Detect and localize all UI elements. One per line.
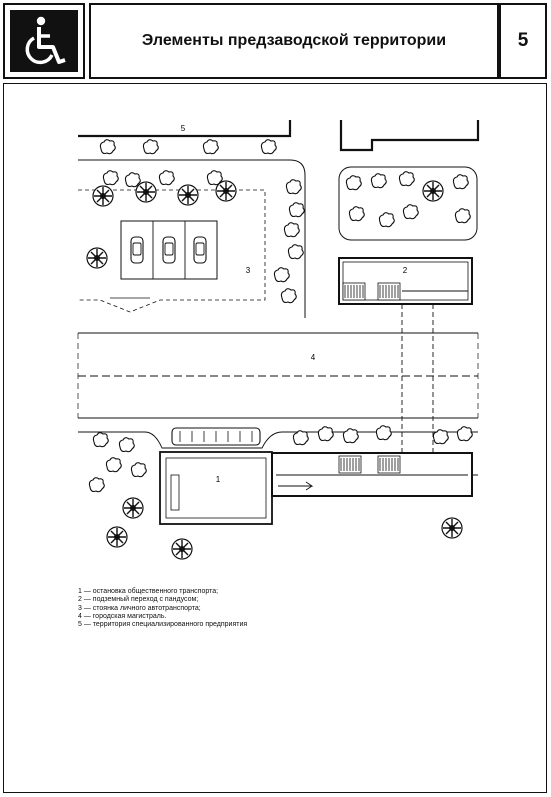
label-road: 4 bbox=[311, 353, 316, 362]
label-enterprise: 5 bbox=[181, 124, 186, 133]
underpass-south bbox=[271, 452, 478, 497]
city-road bbox=[77, 332, 479, 419]
parking-boundary bbox=[78, 189, 266, 313]
bus bbox=[171, 427, 261, 446]
page-title: Элементы предзаводской территории bbox=[141, 32, 447, 49]
label-underpass: 2 bbox=[403, 266, 408, 275]
lower-sidewalk-edge bbox=[78, 431, 478, 449]
underpass-north bbox=[338, 257, 473, 305]
sidewalk-edge bbox=[78, 159, 306, 318]
accessibility-icon-box bbox=[3, 3, 85, 79]
label-parking: 3 bbox=[246, 266, 251, 275]
building-outline bbox=[339, 120, 480, 152]
legend-item: 4 — городская магистраль. bbox=[78, 612, 167, 620]
legend-item: 3 — стоянка личного автотранспорта; bbox=[78, 604, 201, 612]
page-number-box: 5 bbox=[499, 3, 547, 79]
underpass-tunnel bbox=[401, 304, 434, 452]
transit-stop bbox=[159, 451, 273, 525]
legend-item: 1 — остановка общественного транспорта; bbox=[78, 588, 219, 595]
legend-item: 5 — территория специализированного предп… bbox=[78, 621, 248, 629]
title-box: Элементы предзаводской территории bbox=[89, 3, 499, 79]
legend: 1 — остановка общественного транспорта; … bbox=[78, 588, 247, 629]
page-number: 5 bbox=[517, 30, 529, 51]
parking-stalls bbox=[110, 220, 218, 299]
label-stop: 1 bbox=[216, 475, 221, 484]
legend-item: 2 — подземный переход с пандусом; bbox=[78, 596, 199, 604]
enterprise-boundary bbox=[78, 120, 292, 138]
wheelchair-icon bbox=[10, 10, 78, 72]
